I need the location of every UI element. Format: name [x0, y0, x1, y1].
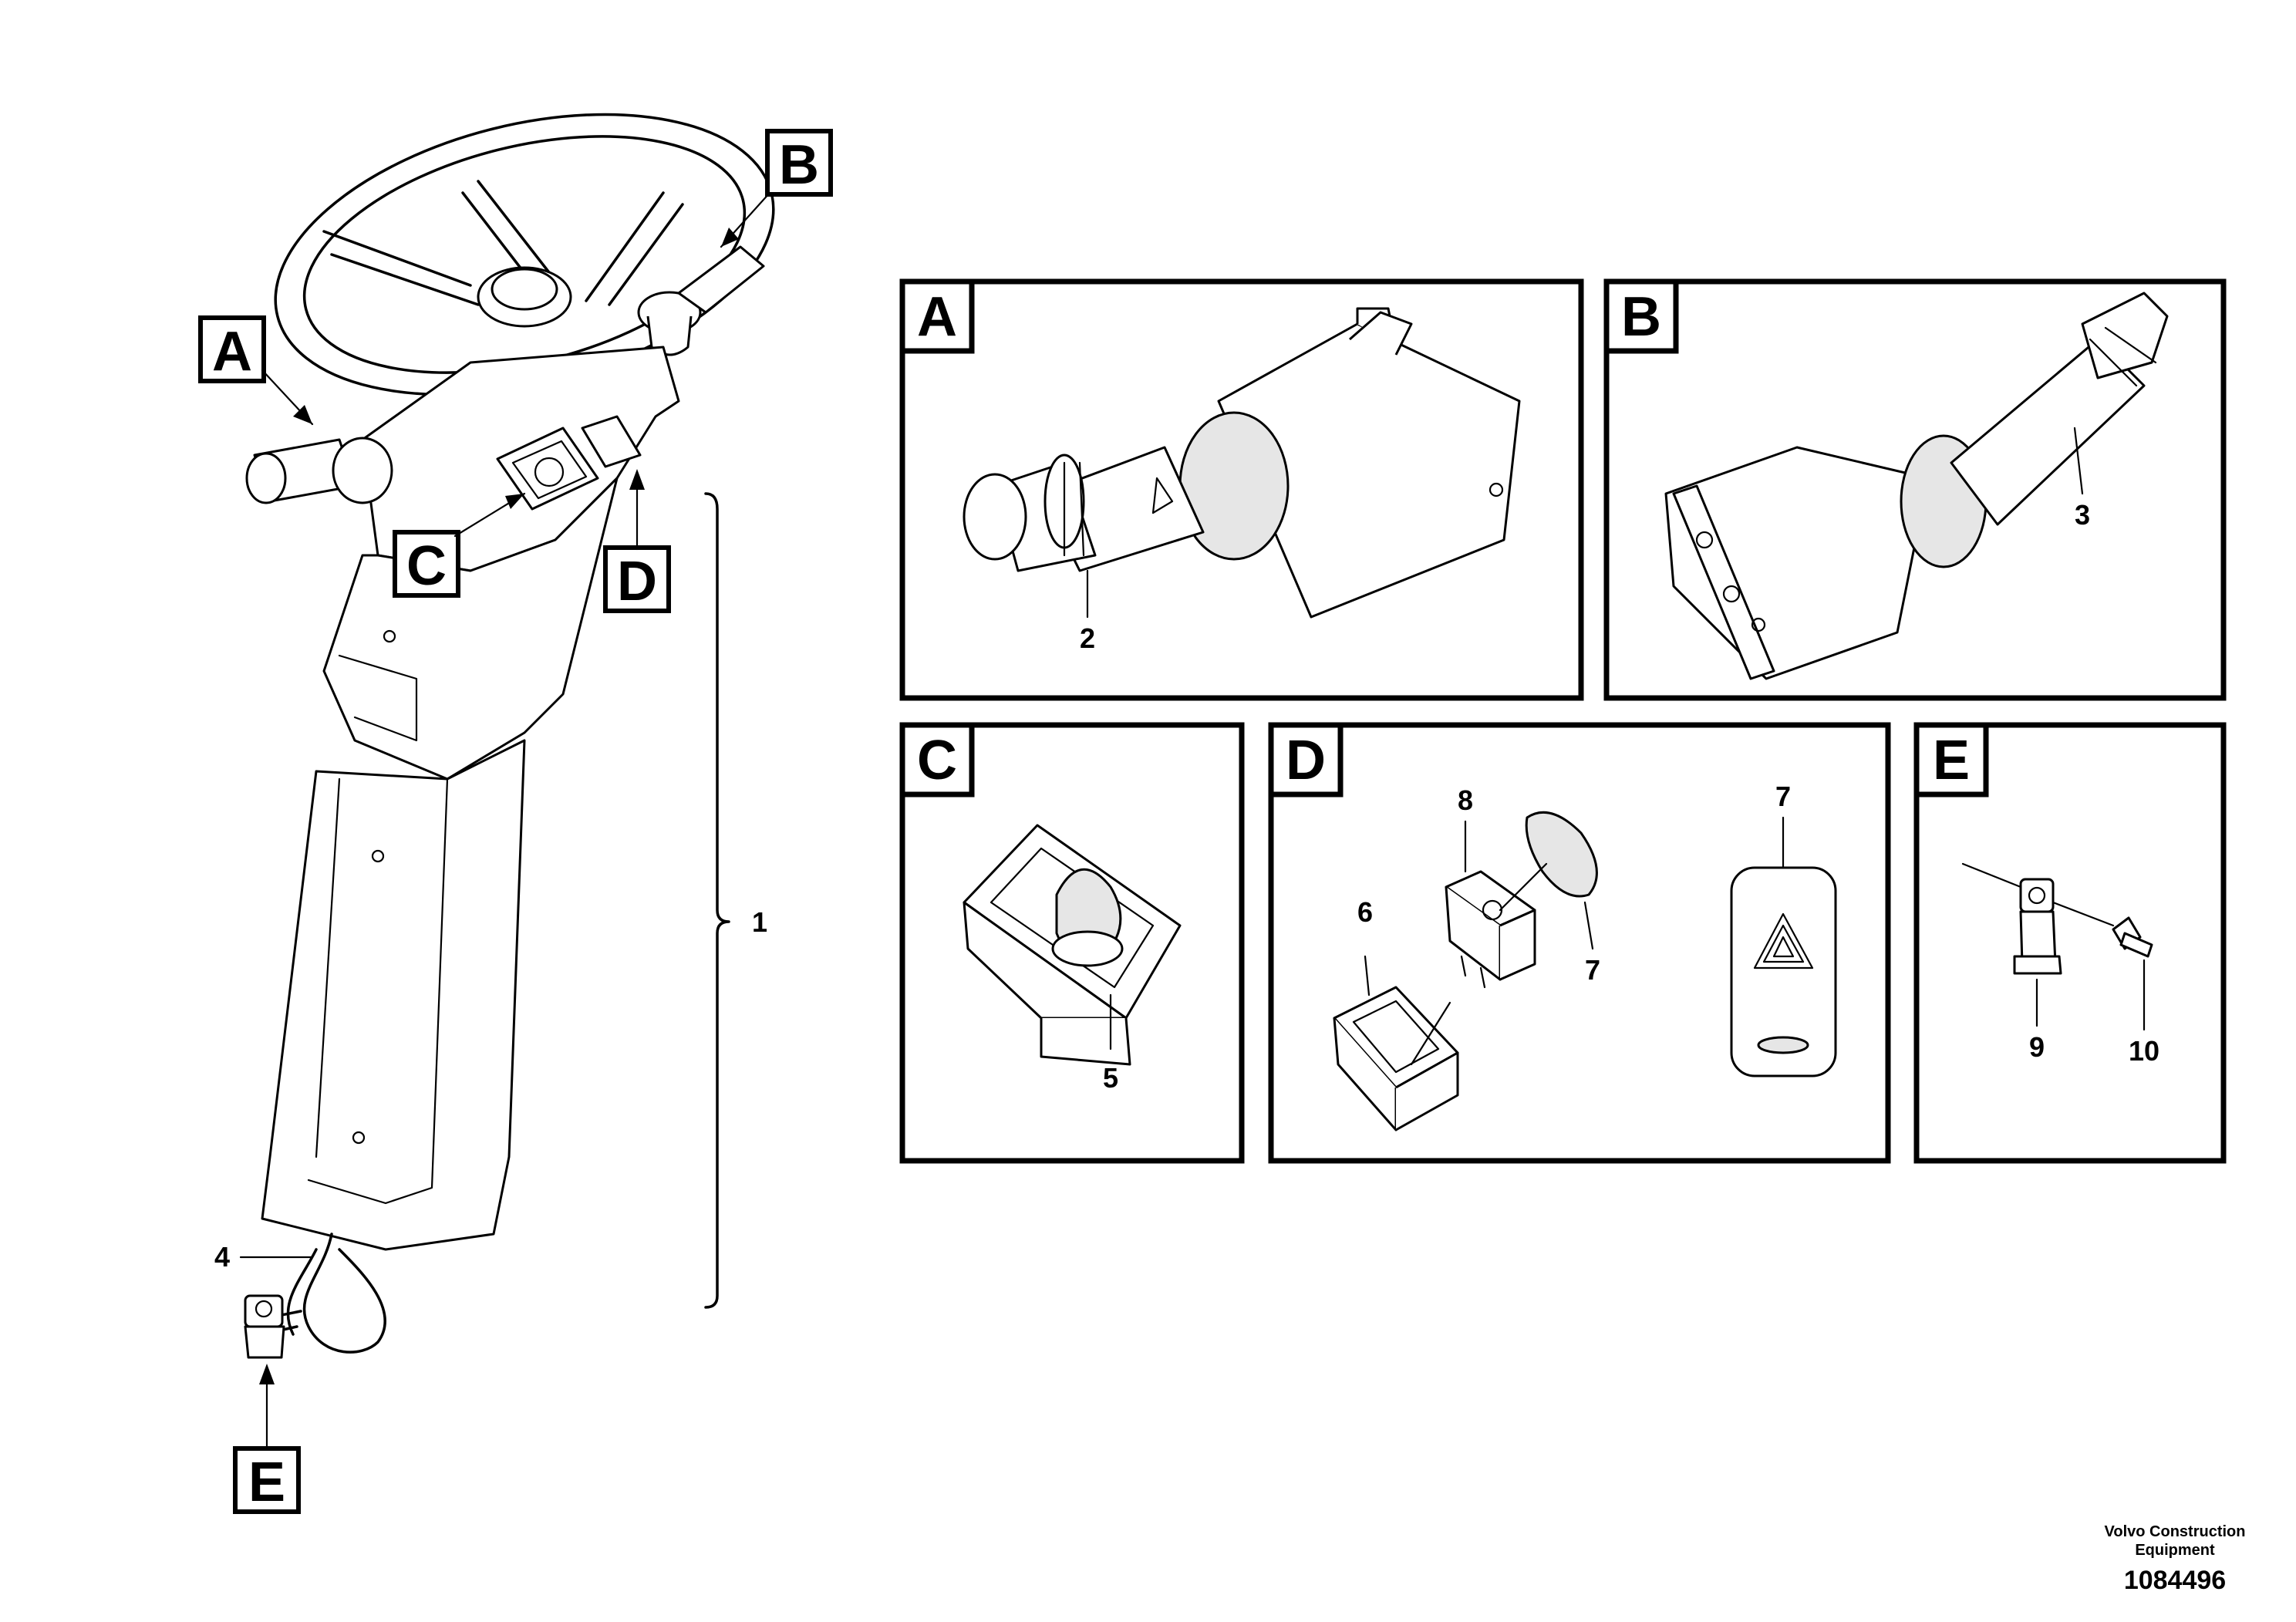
- arrow-head-icon: [721, 228, 739, 247]
- svg-text:A: A: [212, 321, 252, 383]
- svg-text:B: B: [779, 134, 819, 196]
- part-8-number: 8: [1458, 784, 1473, 816]
- assembly-brace: [704, 492, 730, 1309]
- callout-B: B: [720, 129, 833, 248]
- callout-C: C: [393, 492, 526, 598]
- svg-text:E: E: [1933, 730, 1970, 791]
- svg-text:A: A: [917, 286, 957, 348]
- arrow-head-icon: [629, 469, 645, 490]
- part-4-number: 4: [214, 1241, 230, 1273]
- footer-block: Volvo Construction Equipment 1084496: [2105, 1523, 2246, 1595]
- arrow-head-icon: [259, 1364, 275, 1384]
- company-name-line1: Volvo Construction: [2105, 1523, 2246, 1540]
- company-name-line2: Equipment: [2135, 1542, 2215, 1559]
- steering-column-overview: [244, 113, 775, 1359]
- part-2-number: 2: [1080, 622, 1095, 654]
- drawing-number: 1084496: [2124, 1566, 2226, 1595]
- svg-text:E: E: [248, 1452, 285, 1513]
- svg-text:B: B: [1621, 286, 1661, 348]
- part-3-number: 3: [2075, 499, 2090, 531]
- arrow-head-icon: [293, 405, 312, 424]
- detail-panel-A: A 2: [899, 278, 1584, 701]
- svg-text:D: D: [1286, 730, 1326, 791]
- callout-D: D: [603, 469, 671, 613]
- part-6-number: 6: [1357, 896, 1373, 928]
- svg-text:C: C: [917, 730, 957, 791]
- detail-panel-D: D 7 8 6 7: [1268, 722, 1891, 1164]
- part-9-number: 9: [2029, 1031, 2045, 1063]
- part-7-number-b: 7: [1775, 781, 1791, 812]
- detail-panel-E: E 9 10: [1913, 722, 2227, 1164]
- callout-A: A: [198, 315, 314, 426]
- arrow-head-icon: [505, 494, 524, 509]
- callout-E: E: [233, 1364, 301, 1514]
- part-5-number: 5: [1103, 1062, 1118, 1094]
- svg-text:C: C: [406, 535, 447, 597]
- detail-panel-B: B 3: [1603, 278, 2227, 701]
- part-1-number: 1: [752, 906, 767, 938]
- detail-panel-C: C 5: [899, 722, 1245, 1164]
- svg-text:D: D: [617, 551, 657, 612]
- part-7-number-a: 7: [1585, 954, 1600, 986]
- part-10-number: 10: [2129, 1035, 2159, 1067]
